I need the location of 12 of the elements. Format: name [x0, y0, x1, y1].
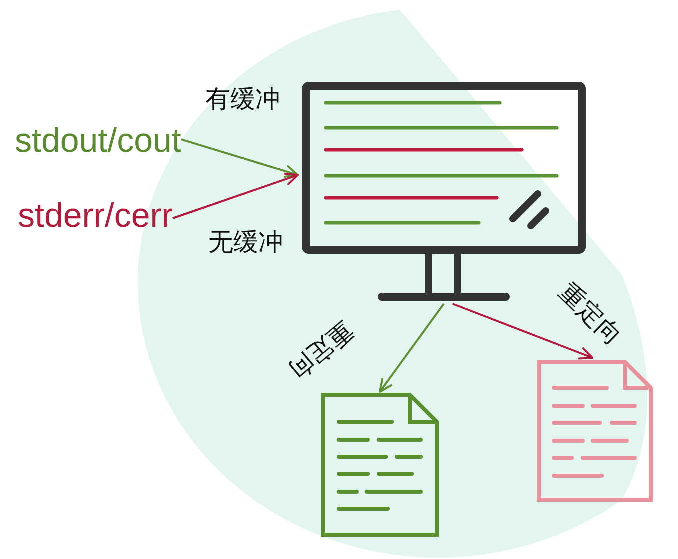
stream-label: stderr/cerr	[18, 197, 173, 236]
arrow	[172, 172, 299, 220]
document-icon	[535, 358, 655, 504]
edge-label: 重定向	[282, 315, 358, 385]
document-icon	[320, 392, 440, 538]
stream-label: stdout/cout	[15, 122, 182, 162]
arrow	[379, 303, 445, 393]
edge-label: 无缓冲	[208, 229, 284, 257]
arrow	[452, 303, 594, 360]
arrow	[181, 138, 299, 178]
edge-label: 重定向	[553, 279, 627, 351]
edge-label: 有缓冲	[206, 86, 280, 114]
